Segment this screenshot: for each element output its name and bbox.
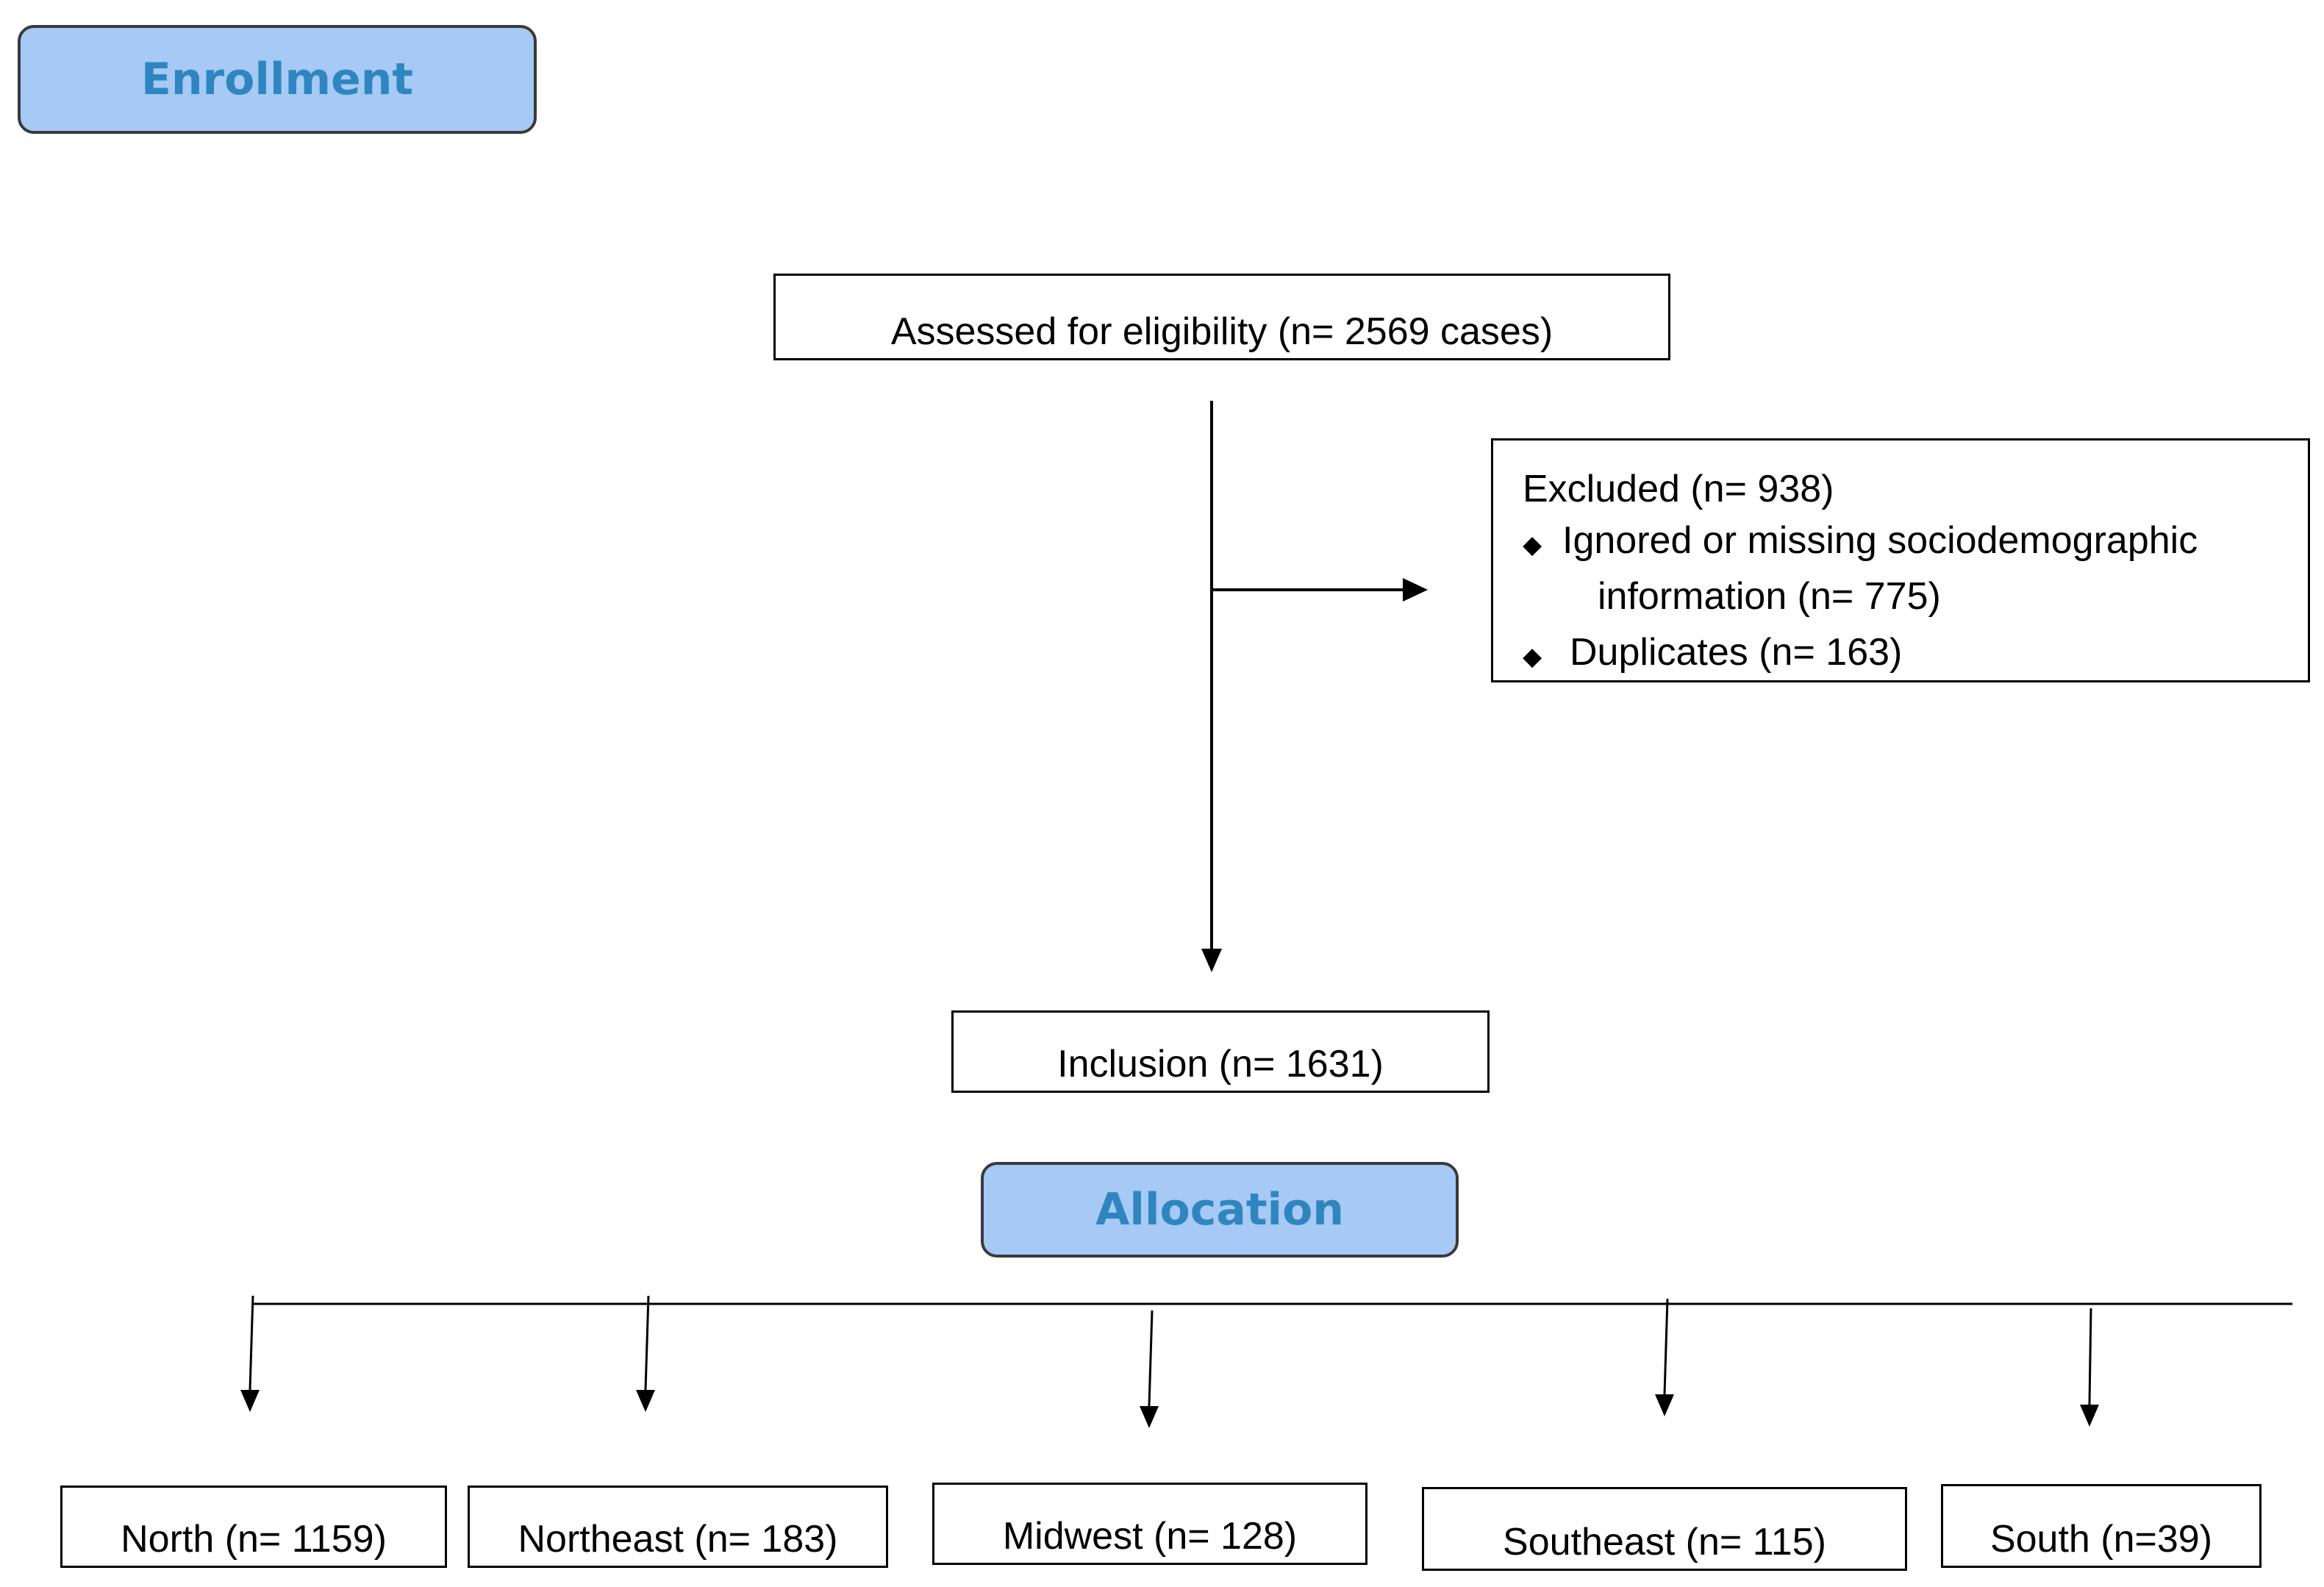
arrowhead-south (2080, 1405, 2099, 1427)
region-box-south: South (n=39) (1941, 1484, 2262, 1568)
excluded-box: Excluded (n= 938) ◆ Ignored or missing s… (1491, 438, 2310, 682)
assessed-box: Assessed for eligibility (n= 2569 cases) (773, 274, 1670, 360)
region-box-midwest: Midwest (n= 128) (932, 1483, 1367, 1565)
excluded-item-line2: information (n= 775) (1598, 575, 1941, 618)
inclusion-text: Inclusion (n= 1631) (1057, 1043, 1384, 1085)
arrowhead-southeast (1655, 1394, 1674, 1416)
excluded-title: Excluded (n= 938) (1523, 468, 1834, 510)
excluded-item-duplicates: ◆ Duplicates (n= 163) (1523, 633, 1902, 671)
region-midwest-text: Midwest (n= 128) (1002, 1515, 1298, 1558)
region-box-northeast: Northeast (n= 183) (468, 1486, 888, 1568)
arrowhead-northeast (636, 1390, 655, 1412)
region-northeast-text: Northeast (n= 183) (518, 1518, 838, 1561)
connector-south (2088, 1308, 2092, 1405)
connector-northeast (644, 1295, 650, 1391)
excluded-item-line1: Ignored or missing sociodemographic (1562, 519, 2198, 562)
diamond-bullet-icon: ◆ (1523, 643, 1542, 671)
region-south-text: South (n=39) (1989, 1518, 2213, 1561)
arrowhead-midwest (1140, 1406, 1159, 1428)
enrollment-phase-label: Enrollment (18, 25, 537, 134)
connector-midwest (1148, 1310, 1154, 1407)
excluded-item-missing: ◆ Ignored or missing sociodemographic (1523, 521, 2198, 560)
diamond-bullet-icon: ◆ (1523, 531, 1542, 559)
region-box-north: North (n= 1159) (60, 1486, 447, 1568)
inclusion-box: Inclusion (n= 1631) (951, 1010, 1490, 1093)
allocation-phase-label: Allocation (981, 1162, 1459, 1258)
excluded-item-line1: Duplicates (n= 163) (1570, 631, 1903, 674)
assessed-text: Assessed for eligibility (n= 2569 cases) (890, 310, 1553, 353)
connector-southeast (1663, 1298, 1669, 1395)
arrowhead-excluded (1403, 578, 1428, 602)
arrowhead-main (1201, 949, 1222, 972)
region-north-text: North (n= 1159) (121, 1518, 387, 1561)
arrowhead-north (240, 1390, 260, 1412)
connector-north (249, 1295, 254, 1391)
region-box-southeast: Southeast (n= 115) (1422, 1487, 1907, 1571)
region-southeast-text: Southeast (n= 115) (1503, 1521, 1826, 1563)
